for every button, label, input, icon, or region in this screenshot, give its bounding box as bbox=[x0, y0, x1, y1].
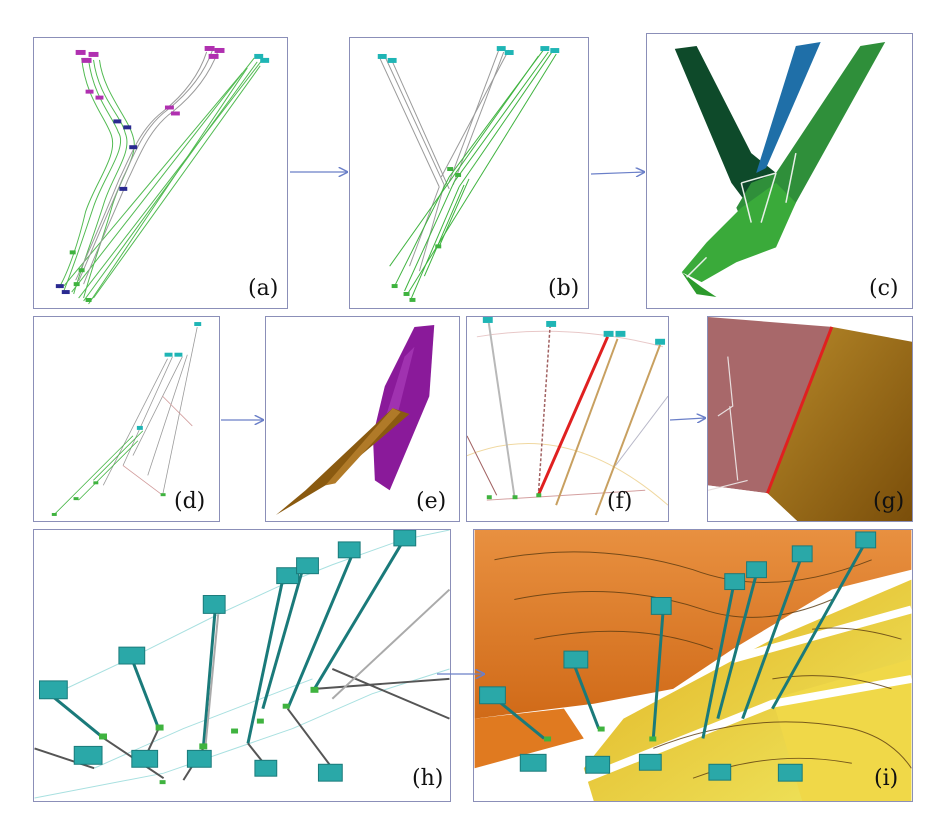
panel-d: (d) bbox=[33, 316, 220, 522]
panel-label-h: (h) bbox=[412, 766, 444, 791]
fault-surface-3d-graphic bbox=[674, 41, 886, 298]
panel-a: (a) bbox=[33, 37, 288, 309]
arrow-f-to-g bbox=[669, 418, 705, 420]
well-tops-3d-graphic bbox=[34, 530, 450, 799]
horizon-surfaces-3d-graphic bbox=[474, 530, 912, 801]
panel-label-f: (f) bbox=[607, 489, 633, 514]
panel-label-d: (d) bbox=[174, 489, 206, 514]
panel-label-c: (c) bbox=[869, 276, 899, 301]
panel-f: (f) bbox=[466, 316, 669, 522]
panel-g: (g) bbox=[707, 316, 913, 522]
arrow-b-to-c bbox=[590, 172, 644, 174]
panel-label-g: (g) bbox=[873, 489, 905, 514]
panel-label-e: (e) bbox=[416, 489, 447, 514]
panel-label-a: (a) bbox=[248, 276, 279, 301]
panel-label-i: (i) bbox=[874, 766, 899, 791]
fault-surface-sub-graphic bbox=[275, 324, 435, 516]
panel-h: (h) bbox=[33, 529, 451, 802]
panel-label-b: (b) bbox=[548, 276, 580, 301]
well-correlation-clean-graphic bbox=[377, 46, 560, 302]
fault-zoom-surface-graphic bbox=[708, 317, 912, 521]
fault-stick-lines-graphic bbox=[467, 317, 668, 516]
panel-e: (e) bbox=[265, 316, 460, 522]
panel-i: (i) bbox=[473, 529, 913, 802]
well-correlation-raw-graphic bbox=[55, 46, 270, 305]
panel-b: (b) bbox=[349, 37, 589, 309]
panel-c: (c) bbox=[646, 33, 913, 309]
well-correlation-sub-graphic bbox=[51, 322, 202, 516]
